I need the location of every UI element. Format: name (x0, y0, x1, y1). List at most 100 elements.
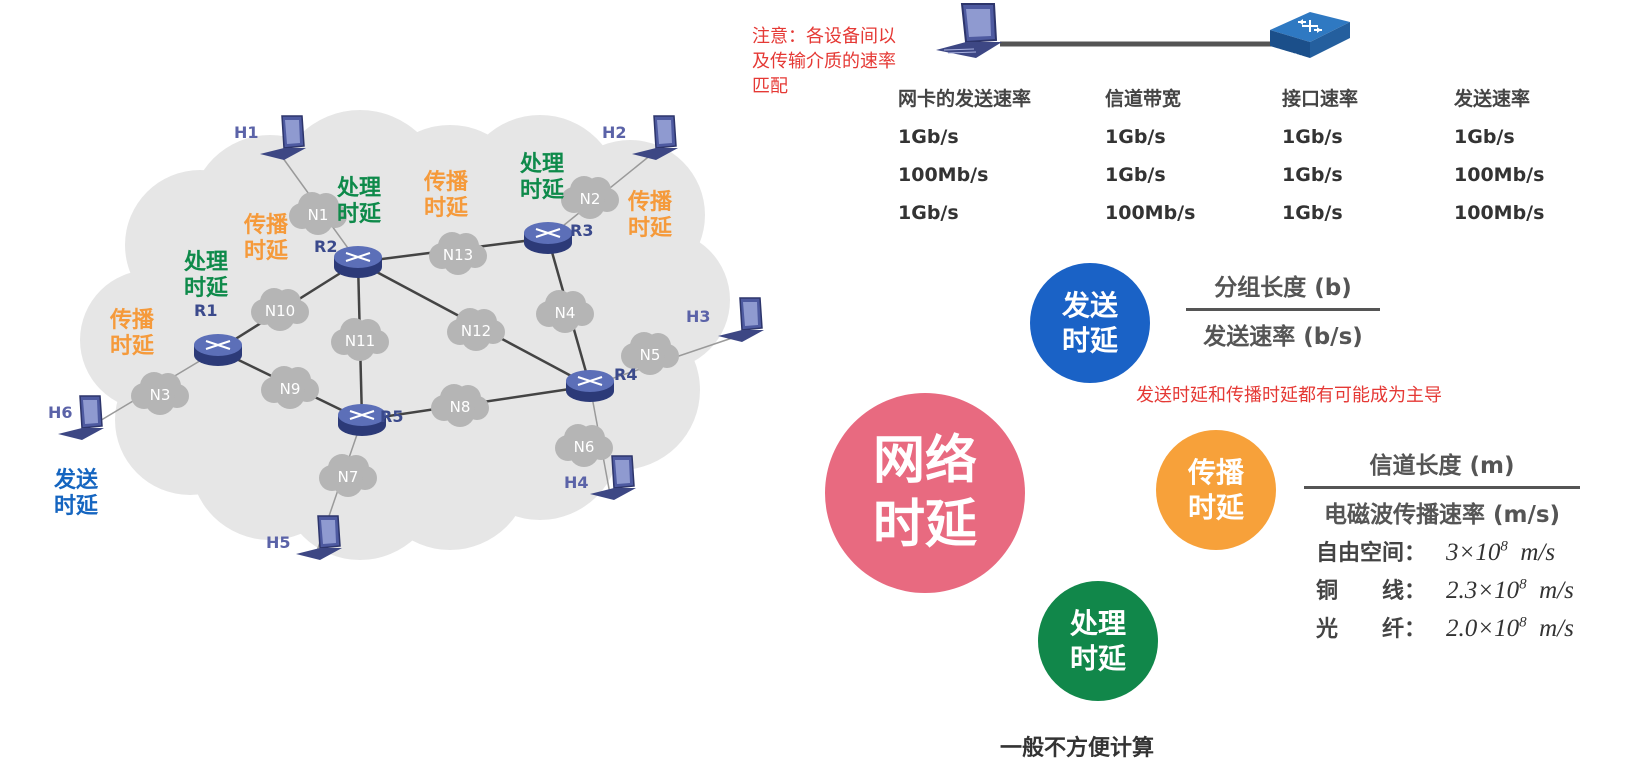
host-label: H5 (266, 533, 291, 552)
router-icon-r1: R1 (194, 301, 242, 366)
propagation-speed-list: 自由空间：3×108 m/s 铜 线：2.3×108 m/s 光 纤：2.0×1… (1316, 528, 1574, 642)
node-cloud-n3: N3 (131, 372, 189, 415)
rate-header-send: 发送速率 (1454, 88, 1531, 110)
laptop-icon-h1: H1 (234, 115, 306, 160)
node-label: N6 (574, 438, 595, 456)
rate-col-send: 发送速率 1Gb/s 100Mb/s 100Mb/s (1454, 80, 1544, 232)
laptop-icon-h2: H2 (602, 115, 678, 160)
prop-delay-label-r3-h2: 传播时延 (628, 190, 673, 241)
node-label: N13 (443, 246, 473, 264)
laptop-icon-h6: H6 (48, 395, 104, 440)
proc-delay-circle: 处理时延 (1038, 581, 1158, 701)
send-delay-circle: 发送时延 (1030, 263, 1150, 383)
node-cloud-n10: N10 (251, 288, 309, 331)
rate-col-nic: 网卡的发送速率 1Gb/s 100Mb/s 1Gb/s (898, 80, 1031, 232)
host-label: H1 (234, 123, 259, 142)
router-icon-r4: R4 (566, 365, 637, 402)
prop-delay-circle: 传播时延 (1156, 430, 1276, 550)
proc-delay-label-r1: 处理时延 (184, 250, 229, 301)
laptop-icon-h5: H5 (266, 515, 342, 560)
proc-delay-note: 一般不方便计算 (1000, 736, 1155, 761)
router-icon-r2: R2 (314, 237, 382, 278)
prop-delay-label-r2: 传播时延 (244, 213, 289, 264)
rate-cell: 100Mb/s (1454, 164, 1545, 186)
rate-cell: 1Gb/s (898, 202, 959, 224)
node-cloud-n5: N5 (621, 332, 679, 375)
send-formula-numerator: 分组长度 (b) (1214, 275, 1352, 301)
rate-cell: 100Mb/s (1105, 202, 1196, 224)
speed-row-copper: 铜 线：2.3×108 m/s (1316, 577, 1574, 605)
rate-cell: 1Gb/s (1282, 126, 1343, 148)
node-label: N7 (338, 468, 359, 486)
rate-cell: 1Gb/s (1454, 126, 1515, 148)
prop-delay-label-r1: 传播时延 (110, 308, 155, 359)
rate-header-bandwidth: 信道带宽 (1105, 88, 1182, 110)
node-label: N2 (580, 190, 601, 208)
prop-delay-formula: 信道长度 (m) 电磁波传播速率 (m/s) (1304, 446, 1580, 529)
rate-cell: 1Gb/s (1282, 164, 1343, 186)
node-label: N4 (555, 304, 576, 322)
node-label: N10 (265, 302, 295, 320)
node-cloud-n6: N6 (555, 424, 613, 467)
node-label: N3 (150, 386, 171, 404)
router-label: R2 (314, 237, 337, 256)
router-label: R3 (570, 221, 593, 240)
send-formula-denominator: 发送速率 (b/s) (1203, 324, 1363, 350)
node-label: N12 (461, 322, 491, 340)
speed-row-fiber: 光 纤：2.0×108 m/s (1316, 615, 1574, 643)
node-cloud-n9: N9 (261, 366, 319, 409)
node-cloud-n2: N2 (561, 176, 619, 219)
proc-delay-label-r3: 处理时延 (520, 152, 565, 203)
router-label: R1 (194, 301, 217, 320)
node-label: N1 (308, 206, 329, 224)
fraction-bar (1186, 308, 1380, 311)
rate-header-nic: 网卡的发送速率 (898, 88, 1032, 110)
rate-cell: 1Gb/s (1105, 164, 1166, 186)
host-label: H4 (564, 473, 589, 492)
node-cloud-n7: N7 (319, 454, 377, 497)
rate-header-interface: 接口速率 (1282, 88, 1359, 110)
speed-row-free-space: 自由空间：3×108 m/s (1316, 539, 1556, 567)
host-label: H2 (602, 123, 627, 142)
prop-formula-denominator: 电磁波传播速率 (m/s) (1323, 502, 1561, 528)
router-label: R4 (614, 365, 637, 384)
node-label: N11 (345, 332, 375, 350)
node-cloud-n11: N11 (331, 318, 389, 361)
rate-cell: 1Gb/s (898, 126, 959, 148)
dominant-note: 发送时延和传播时延都有可能成为主导 (1136, 385, 1442, 406)
device-link-diagram: SWITCH (936, 3, 1350, 62)
host-label: H3 (686, 307, 711, 326)
send-delay-formula: 分组长度 (b) 发送速率 (b/s) (1186, 268, 1380, 351)
node-cloud-n13: N13 (429, 232, 487, 275)
rate-col-interface: 接口速率 1Gb/s 1Gb/s 1Gb/s (1282, 80, 1358, 232)
node-label: N5 (640, 346, 661, 364)
router-icon-r5: R5 (338, 404, 403, 436)
laptop-icon-h4: H4 (564, 455, 636, 500)
prop-formula-numerator: 信道长度 (m) (1369, 453, 1515, 479)
host-label: H6 (48, 403, 73, 422)
rate-cell: 1Gb/s (1282, 202, 1343, 224)
prop-delay-label-r2-r3: 传播时延 (424, 170, 469, 221)
node-cloud-n8: N8 (431, 384, 489, 427)
switch-icon: SWITCH (1270, 12, 1350, 62)
node-label: N8 (450, 398, 471, 416)
rate-match-note: 注意：各设备间以及传输介质的速率匹配 (752, 26, 896, 97)
node-cloud-n1: N1 (289, 192, 347, 235)
node-cloud-n4: N4 (536, 290, 594, 333)
rate-cell: 1Gb/s (1105, 126, 1166, 148)
proc-delay-label-r2: 处理时延 (337, 176, 382, 227)
laptop-icon (936, 3, 1002, 58)
rate-col-bandwidth: 信道带宽 1Gb/s 1Gb/s 100Mb/s (1105, 80, 1195, 232)
router-label: R5 (380, 407, 403, 426)
rate-cell: 100Mb/s (1454, 202, 1545, 224)
laptop-icon-h3: H3 (686, 297, 764, 342)
send-delay-label: 发送时延 (54, 468, 99, 519)
rate-cell: 100Mb/s (898, 164, 989, 186)
network-delay-circle: 网络时延 (825, 393, 1025, 593)
fraction-bar (1304, 486, 1580, 489)
network-cloud (80, 110, 730, 560)
node-cloud-n12: N12 (447, 308, 505, 351)
node-label: N9 (280, 380, 301, 398)
router-icon-r3: R3 (524, 221, 593, 254)
